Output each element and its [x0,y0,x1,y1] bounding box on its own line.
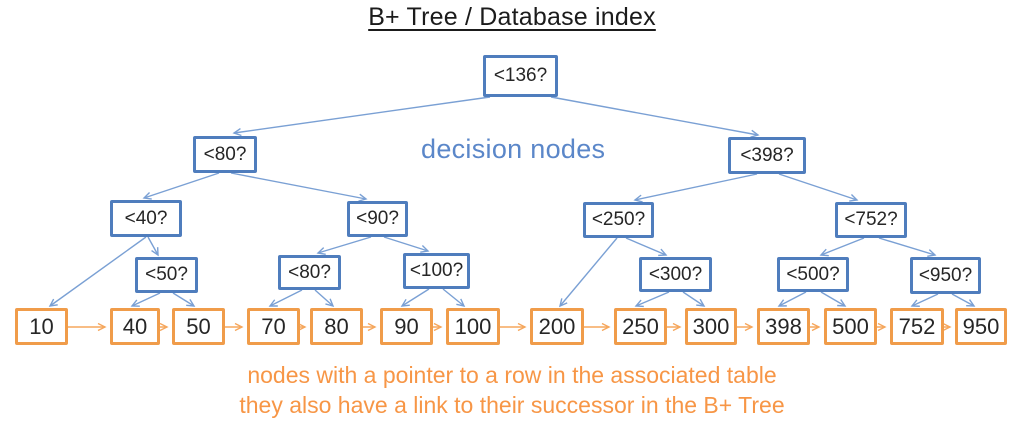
diagram-title: B+ Tree / Database index [368,3,656,31]
leaf-node-70: 70 [247,308,300,345]
decision-node-136: <136? [483,55,558,97]
leaf-node-100: 100 [446,308,500,345]
leaf-node-250: 250 [614,308,667,345]
leaf-node-50: 50 [172,308,225,345]
decision-node-40: <40? [110,200,182,237]
decision-node-50: <50? [135,257,198,293]
decision-node-398: <398? [728,137,806,174]
leaf-node-90: 90 [380,308,433,345]
caption-line-2: they also have a link to their successor… [239,392,785,418]
decision-node-250: <250? [583,202,654,238]
decision-node-90: <90? [347,201,408,237]
leaf-node-752: 752 [890,308,944,345]
decision-node-950: <950? [910,257,981,294]
decision-node-80-leaf-level: <80? [278,255,341,290]
decision-node-752: <752? [835,202,907,238]
leaf-node-398: 398 [757,308,810,345]
decision-nodes-label: decision nodes [421,134,606,164]
leaf-node-10: 10 [15,308,68,345]
decision-node-500: <500? [777,257,849,292]
leaf-nodes-caption: nodes with a pointer to a row in the ass… [0,360,1024,420]
leaf-node-950: 950 [955,308,1007,345]
leaf-node-40: 40 [110,308,160,345]
decision-node-300: <300? [639,257,712,292]
decision-arrows [48,96,976,308]
leaf-node-200: 200 [530,308,584,345]
decision-node-80: <80? [193,136,257,173]
decision-node-100: <100? [403,253,470,289]
caption-line-1: nodes with a pointer to a row in the ass… [247,362,777,388]
leaf-node-80: 80 [310,308,363,345]
leaf-node-500: 500 [824,308,877,345]
leaf-node-300: 300 [685,308,737,345]
